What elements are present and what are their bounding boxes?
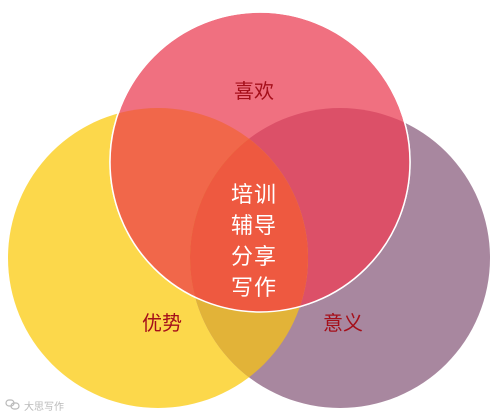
center-line-1: 培训 — [231, 183, 277, 208]
watermark-text: 大思写作 — [24, 400, 64, 413]
center-line-2: 辅导 — [231, 214, 277, 239]
label-strengths: 优势 — [142, 311, 182, 335]
watermark: 大思写作 — [5, 399, 64, 413]
center-line-3: 分享 — [231, 245, 277, 270]
link-icon — [5, 399, 20, 410]
label-meaning: 意义 — [323, 311, 363, 335]
center-line-4: 写作 — [231, 276, 277, 301]
overlap-center — [190, 108, 308, 312]
circle-passion-outline — [109, 11, 411, 313]
label-passion: 喜欢 — [234, 79, 274, 103]
